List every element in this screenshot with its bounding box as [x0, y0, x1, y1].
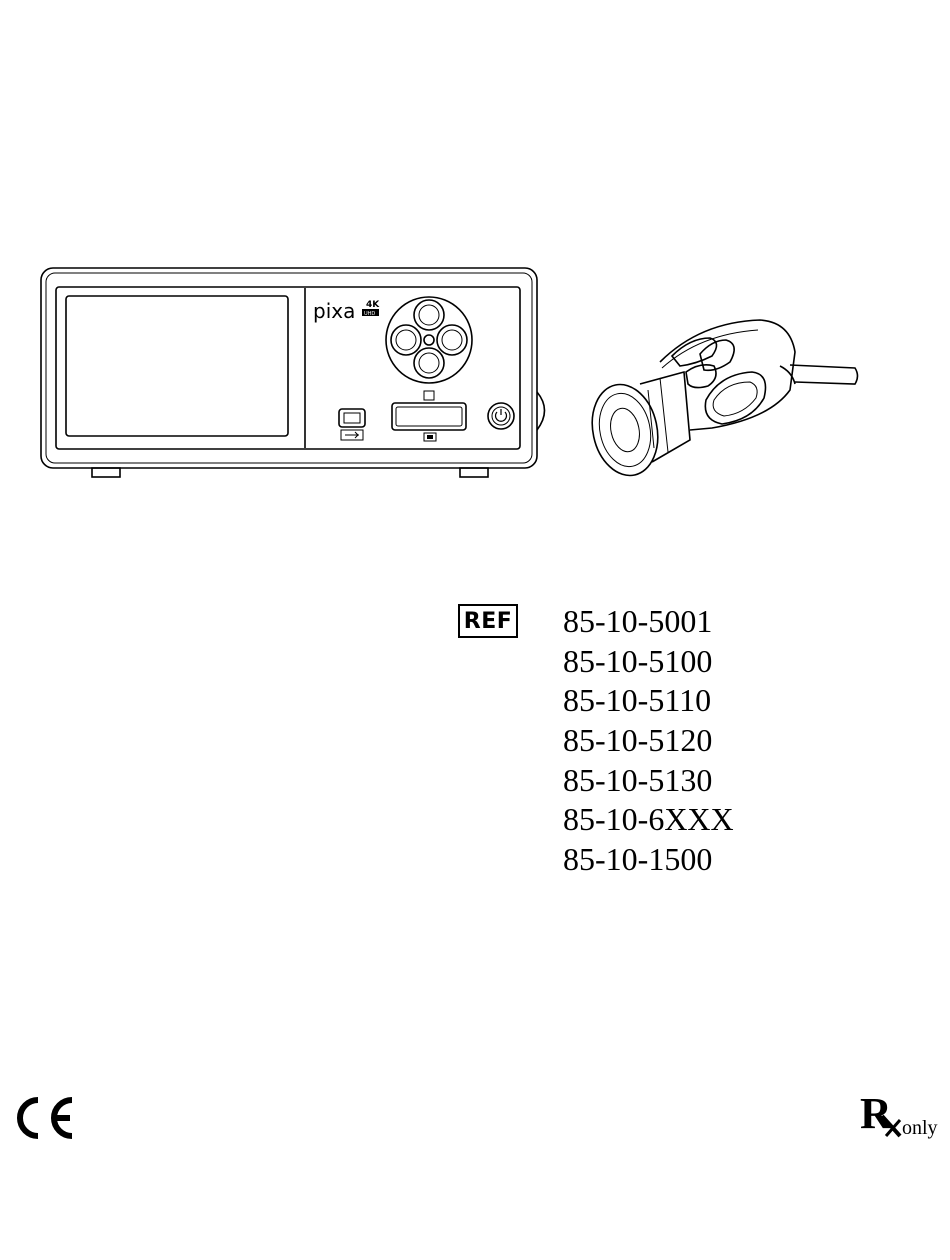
ref-number: 85-10-5130 [563, 761, 734, 801]
ref-symbol: REF [458, 604, 518, 638]
ref-number: 85-10-1500 [563, 840, 734, 880]
ref-number: 85-10-5001 [563, 602, 734, 642]
rx-slash-icon [878, 1112, 904, 1138]
resolution-badge-sub: UHD [364, 311, 375, 317]
ref-number: 85-10-5120 [563, 721, 734, 761]
ref-number: 85-10-5100 [563, 642, 734, 682]
control-buttons [386, 297, 472, 383]
usb-port [339, 409, 365, 427]
ref-number: 85-10-6XXX [563, 800, 734, 840]
camera-head [584, 320, 857, 482]
camera-control-unit [41, 268, 545, 477]
resolution-badge: 4K [366, 300, 380, 310]
ref-number: 85-10-5110 [563, 681, 734, 721]
rx-only-text: only [902, 1118, 938, 1138]
product-illustration: pixa 4K UHD [0, 0, 950, 520]
display-screen [66, 296, 288, 436]
rx-only-mark: R only [860, 1092, 946, 1142]
brand-logo: pixa [313, 299, 355, 323]
ce-mark-icon [10, 1094, 76, 1142]
ref-number-list: 85-10-5001 85-10-5100 85-10-5110 85-10-5… [563, 602, 734, 880]
